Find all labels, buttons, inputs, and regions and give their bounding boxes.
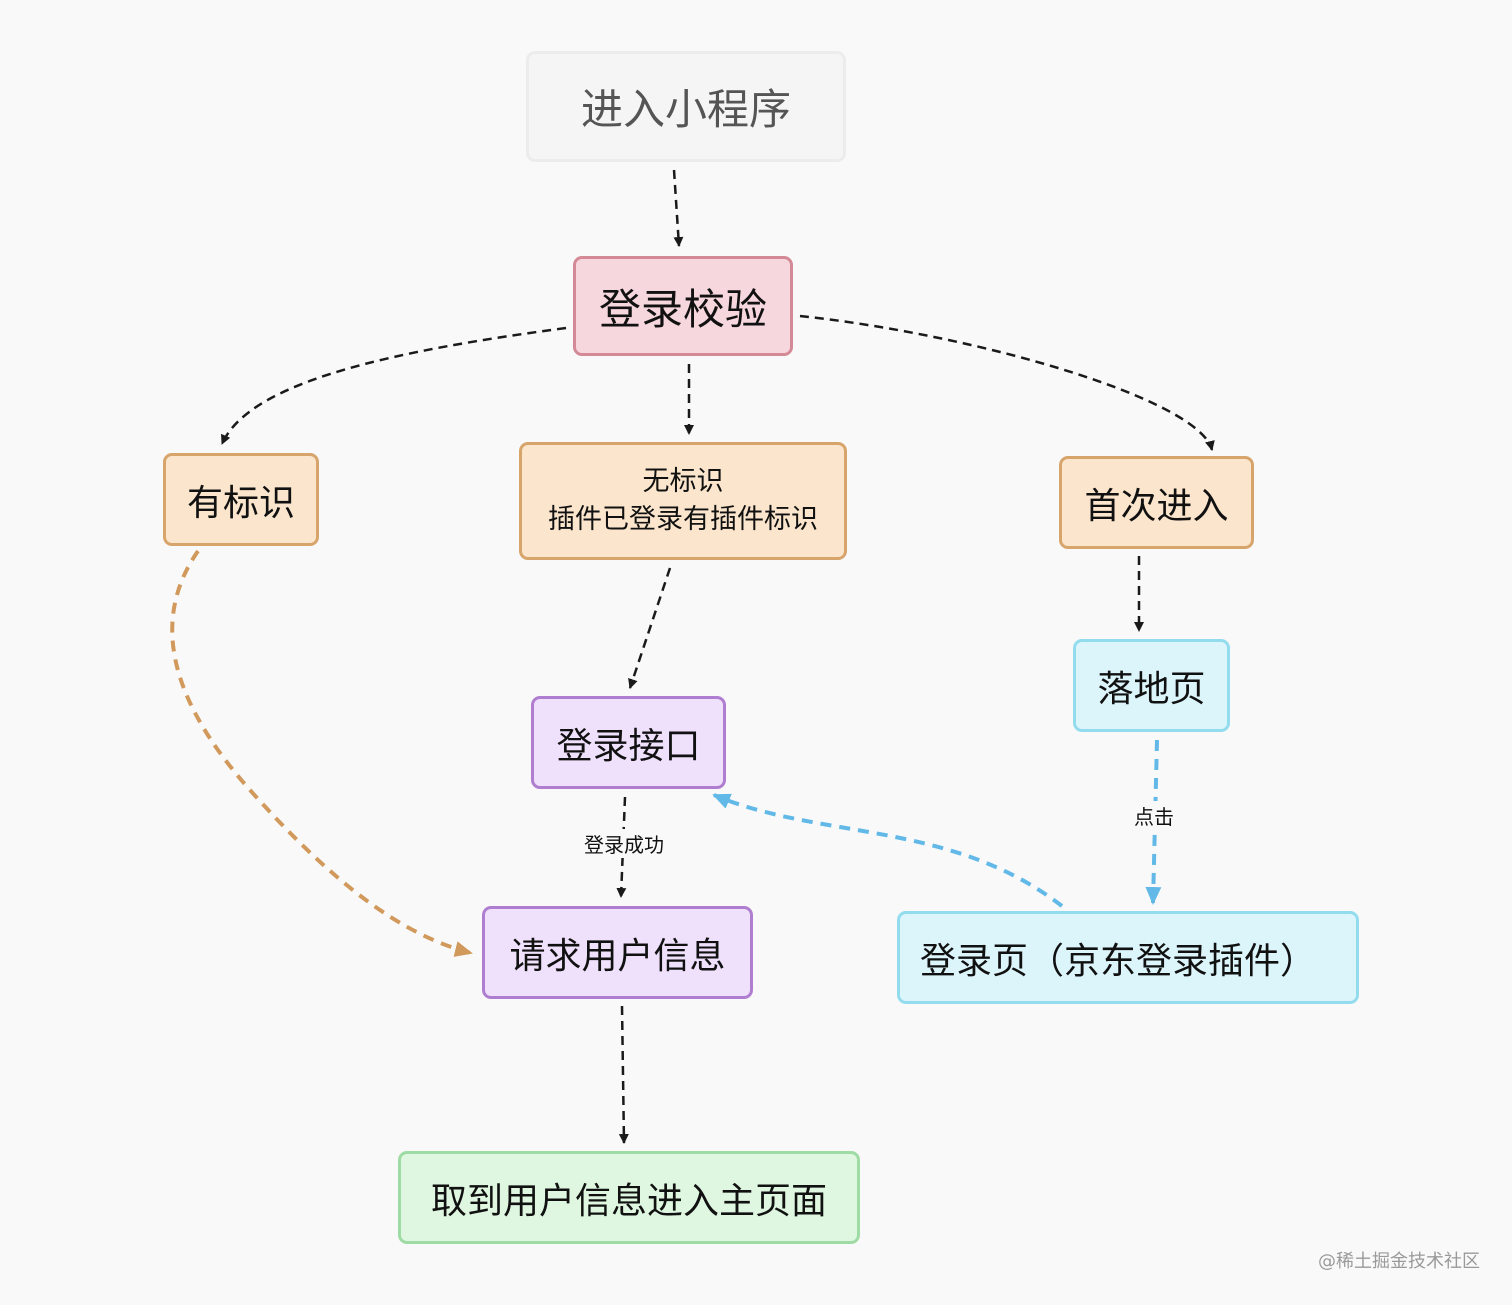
node-main-page: 取到用户信息进入主页面 bbox=[398, 1151, 860, 1244]
node-login-check-label: 登录校验 bbox=[598, 284, 767, 334]
edge-no-flag-to-login-api bbox=[628, 567, 672, 689]
node-enter-mini-program-label: 进入小程序 bbox=[580, 85, 791, 134]
edge-login-page-to-login-api bbox=[712, 793, 1064, 908]
node-no-flag: 无标识 插件已登录有插件标识 bbox=[519, 442, 847, 560]
node-no-flag-line2: 插件已登录有插件标识 bbox=[548, 504, 818, 535]
node-request-user-info: 请求用户信息 bbox=[482, 906, 753, 999]
edge-enter-to-check bbox=[672, 169, 684, 247]
edge-check-to-has-flag bbox=[220, 326, 567, 445]
node-landing-page: 落地页 bbox=[1073, 639, 1230, 732]
node-login-api: 登录接口 bbox=[531, 696, 726, 789]
node-login-api-label: 登录接口 bbox=[556, 725, 701, 767]
node-enter-mini-program: 进入小程序 bbox=[526, 51, 846, 162]
watermark: @稀土掘金技术社区 bbox=[1318, 1251, 1480, 1272]
node-login-page-label: 登录页（京东登录插件） bbox=[920, 940, 1317, 982]
node-login-check: 登录校验 bbox=[573, 256, 793, 356]
node-landing-page-label: 落地页 bbox=[1097, 668, 1206, 710]
edge-user-info-to-main bbox=[618, 1005, 629, 1144]
node-main-page-label: 取到用户信息进入主页面 bbox=[430, 1180, 827, 1222]
node-first-entry-label: 首次进入 bbox=[1084, 485, 1229, 527]
edge-check-to-first-entry bbox=[799, 314, 1215, 451]
node-no-flag-line1: 无标识 bbox=[642, 466, 724, 497]
node-first-entry: 首次进入 bbox=[1059, 456, 1254, 549]
node-request-user-info-label: 请求用户信息 bbox=[509, 935, 726, 977]
edge-label-login-success: 登录成功 bbox=[582, 829, 666, 858]
edge-label-click: 点击 bbox=[1132, 801, 1176, 830]
node-has-flag: 有标识 bbox=[163, 453, 319, 546]
node-login-page: 登录页（京东登录插件） bbox=[897, 911, 1359, 1004]
node-has-flag-label: 有标识 bbox=[186, 482, 295, 524]
edge-has-flag-to-user-info bbox=[170, 549, 473, 957]
